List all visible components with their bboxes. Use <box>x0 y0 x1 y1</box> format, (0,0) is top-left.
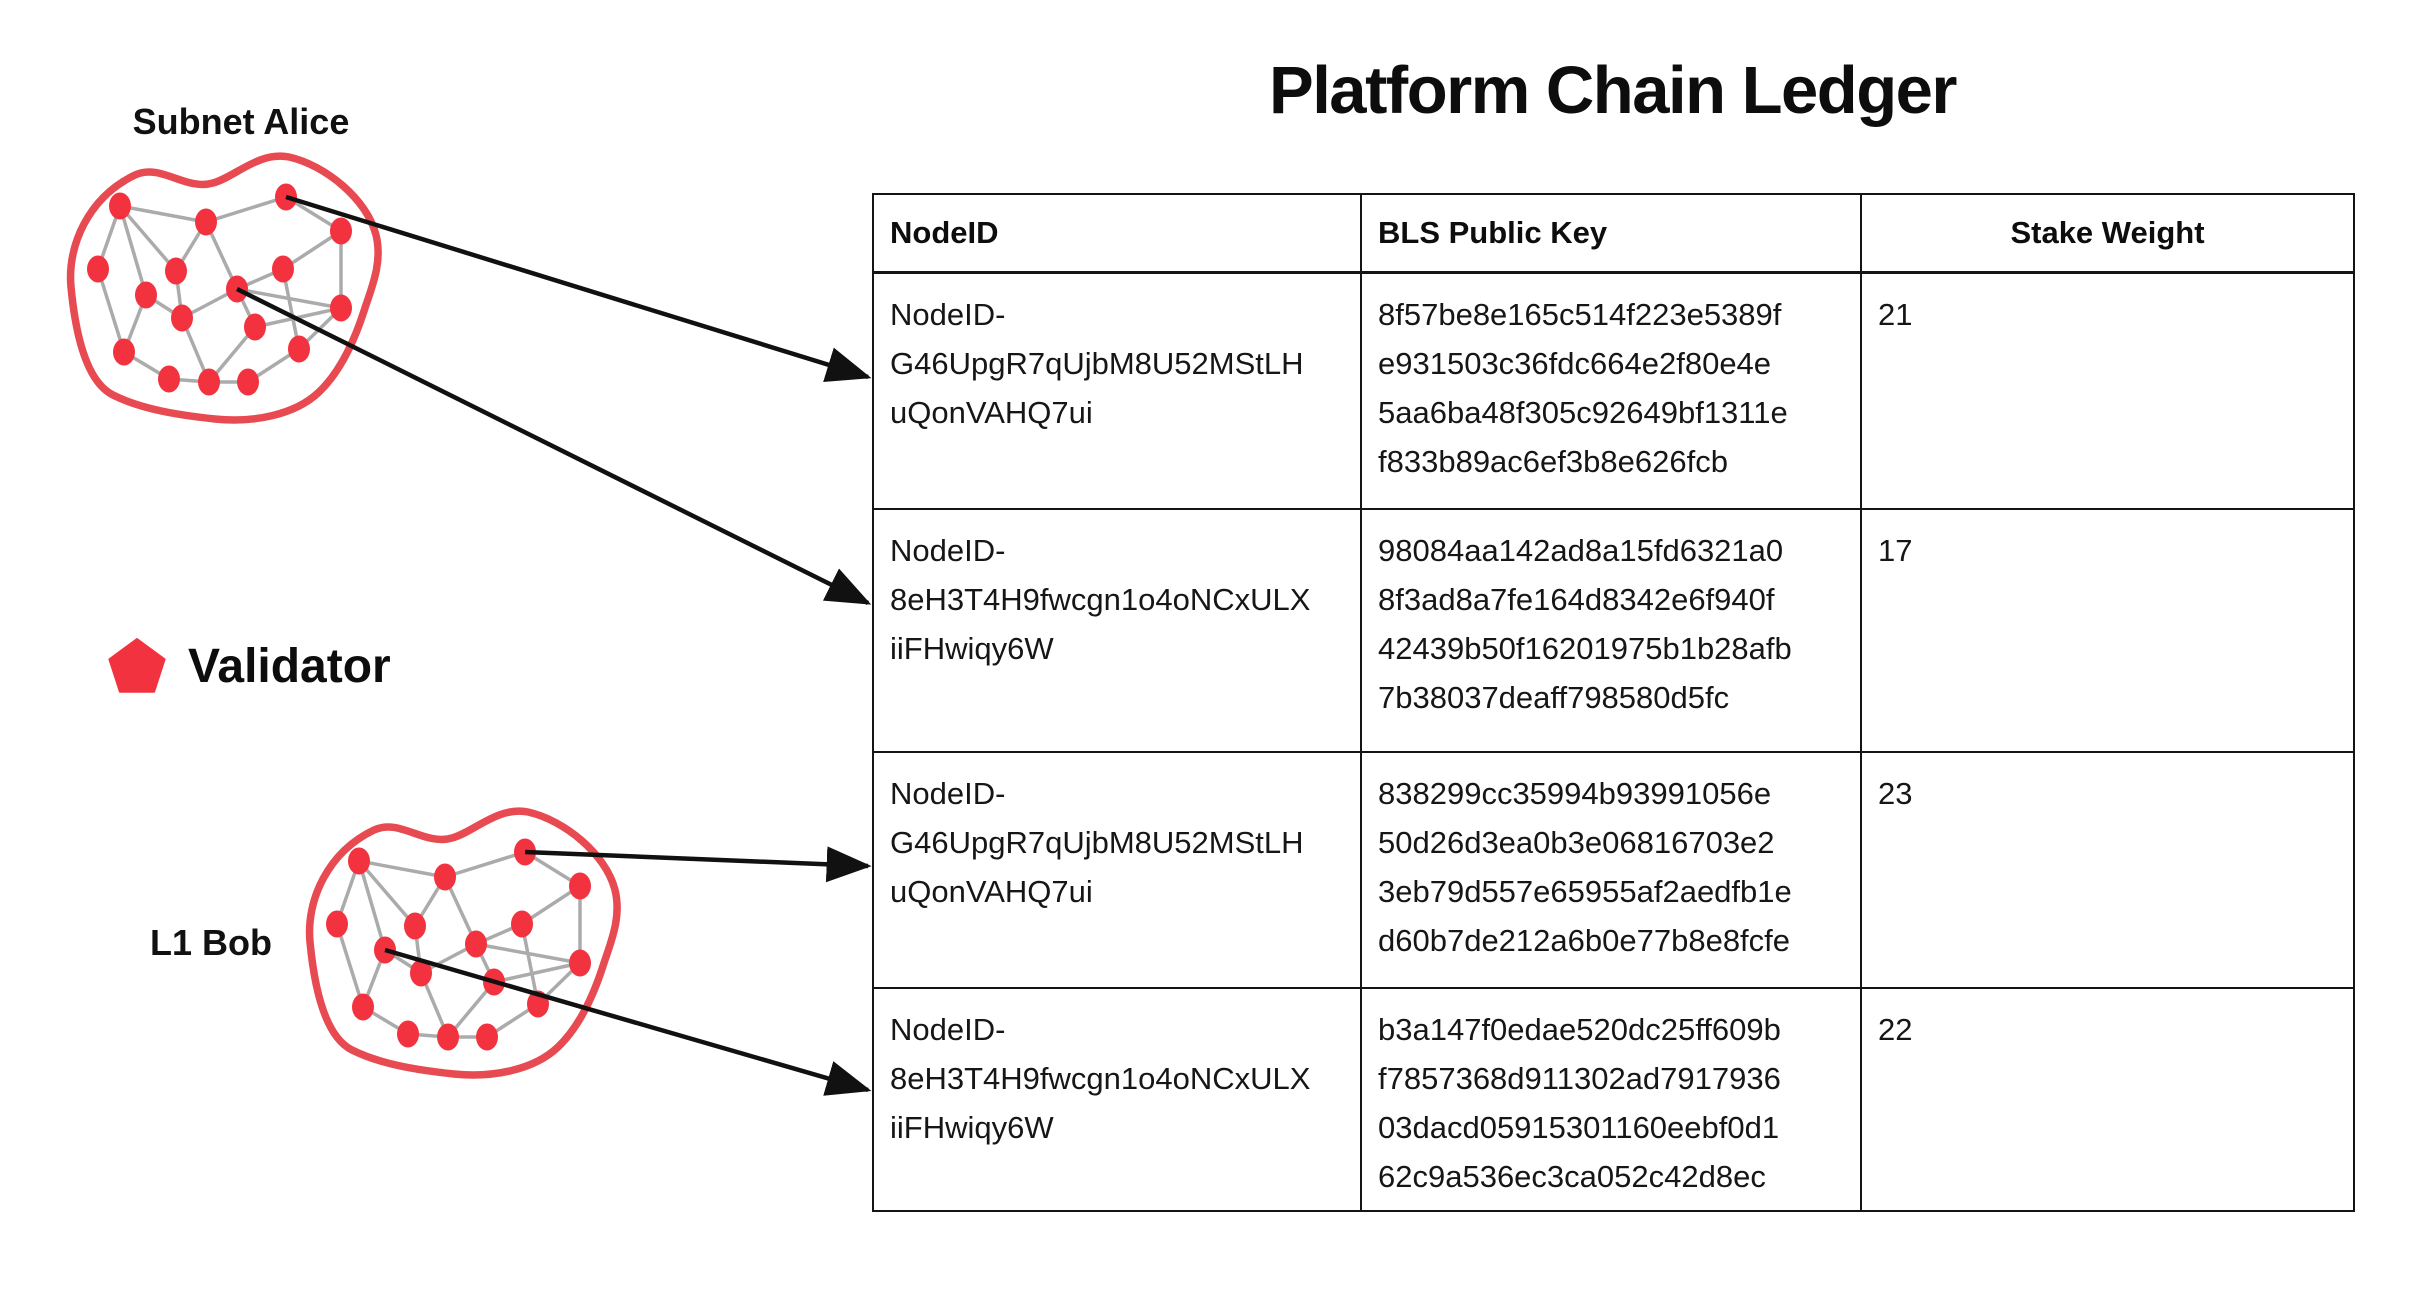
validator-node <box>330 217 352 245</box>
column-header-bls-public-key: BLS Public Key <box>1360 193 1862 274</box>
validator-node <box>326 910 348 938</box>
bls-key-cell: b3a147f0edae520dc25ff609b f7857368d91130… <box>1360 987 1862 1212</box>
validator-node <box>410 959 432 987</box>
arrow-alice-to-row1 <box>285 194 872 382</box>
bls-key-cell: 8f57be8e165c514f223e5389f e931503c36fdc6… <box>1360 271 1862 510</box>
validator-node <box>171 304 193 332</box>
validator-node <box>352 993 374 1021</box>
peer-link-edge <box>236 287 342 310</box>
bls-key-cell: 838299cc35994b93991056e 50d26d3ea0b3e068… <box>1360 751 1862 989</box>
validator-node <box>288 335 310 363</box>
peer-link-edge <box>357 859 417 928</box>
validator-node <box>511 910 533 938</box>
validator-node <box>198 368 220 396</box>
validator-node <box>434 863 456 891</box>
peer-link-edge <box>493 961 581 984</box>
table-row: NodeID- G46UpgR7qUjbM8U52MStLH uQonVAHQ7… <box>872 751 2355 989</box>
arrow-alice-to-row2 <box>235 286 872 606</box>
stake-weight-cell: 23 <box>1860 751 2355 989</box>
network-bob <box>305 807 621 1079</box>
arrow-bob-to-row4 <box>384 947 872 1096</box>
arrow-bob-to-row3 <box>524 846 872 883</box>
validator-node <box>404 912 426 940</box>
network-alice <box>66 152 382 424</box>
validator-node <box>244 313 266 341</box>
validator-node <box>437 1023 459 1051</box>
l1-bob-label: L1 Bob <box>150 922 272 963</box>
validator-node <box>165 257 187 285</box>
column-header-stake-weight: Stake Weight <box>1860 193 2355 274</box>
platform-chain-ledger-table: NodeID BLS Public Key Stake Weight NodeI… <box>872 193 2355 1212</box>
nodeid-cell: NodeID- G46UpgR7qUjbM8U52MStLH uQonVAHQ7… <box>872 271 1362 510</box>
peer-link-edge <box>281 268 301 350</box>
peer-link-edge <box>475 942 581 965</box>
validator-pentagon-icon <box>108 638 166 693</box>
peer-link-edge <box>118 204 178 273</box>
validator-node <box>195 208 217 236</box>
validator-node <box>237 368 259 396</box>
stake-weight-cell: 17 <box>1860 508 2355 753</box>
table-row: NodeID- G46UpgR7qUjbM8U52MStLH uQonVAHQ7… <box>872 271 2355 510</box>
validator-node <box>569 872 591 900</box>
page-title: Platform Chain Ledger <box>1269 53 1957 128</box>
stake-weight-cell: 21 <box>1860 271 2355 510</box>
nodeid-cell: NodeID- 8eH3T4H9fwcgn1o4oNCxULX iiFHwiqy… <box>872 508 1362 753</box>
column-header-nodeid: NodeID <box>872 193 1362 274</box>
validator-node <box>397 1020 419 1048</box>
validator-node <box>348 847 370 875</box>
table-row: NodeID- 8eH3T4H9fwcgn1o4oNCxULX iiFHwiqy… <box>872 508 2355 753</box>
nodeid-cell: NodeID- G46UpgR7qUjbM8U52MStLH uQonVAHQ7… <box>872 751 1362 989</box>
validator-legend: Validator <box>108 638 391 694</box>
peer-link-edge <box>118 205 148 296</box>
nodeid-cell: NodeID- 8eH3T4H9fwcgn1o4oNCxULX iiFHwiqy… <box>872 987 1362 1212</box>
table-row: NodeID- 8eH3T4H9fwcgn1o4oNCxULX iiFHwiqy… <box>872 987 2355 1212</box>
subnet-alice-label: Subnet Alice <box>132 101 350 142</box>
validator-node <box>569 949 591 977</box>
validator-node <box>465 930 487 958</box>
stake-weight-cell: 22 <box>1860 987 2355 1212</box>
validator-node <box>113 338 135 366</box>
peer-link-edge <box>335 923 365 1008</box>
peer-link-edge <box>444 850 526 879</box>
peer-link-edge <box>119 204 207 224</box>
table-header-row: NodeID BLS Public Key Stake Weight <box>872 193 2355 274</box>
network-boundary-alice <box>66 152 382 424</box>
validator-node <box>135 281 157 309</box>
peer-link-edge <box>205 195 287 224</box>
validator-node <box>272 255 294 283</box>
validator-node <box>158 365 180 393</box>
peer-link-edge <box>358 859 446 879</box>
bls-key-cell: 98084aa142ad8a15fd6321a0 8f3ad8a7fe164d8… <box>1360 508 1862 753</box>
network-boundary-bob <box>305 807 621 1079</box>
validator-node <box>330 294 352 322</box>
validator-node <box>476 1023 498 1051</box>
peer-link-edge <box>520 923 540 1005</box>
peer-link-edge <box>96 268 126 353</box>
validator-node <box>109 192 131 220</box>
validator-legend-label: Validator <box>188 639 391 693</box>
peer-link-edge <box>357 860 387 951</box>
validator-node <box>87 255 109 283</box>
